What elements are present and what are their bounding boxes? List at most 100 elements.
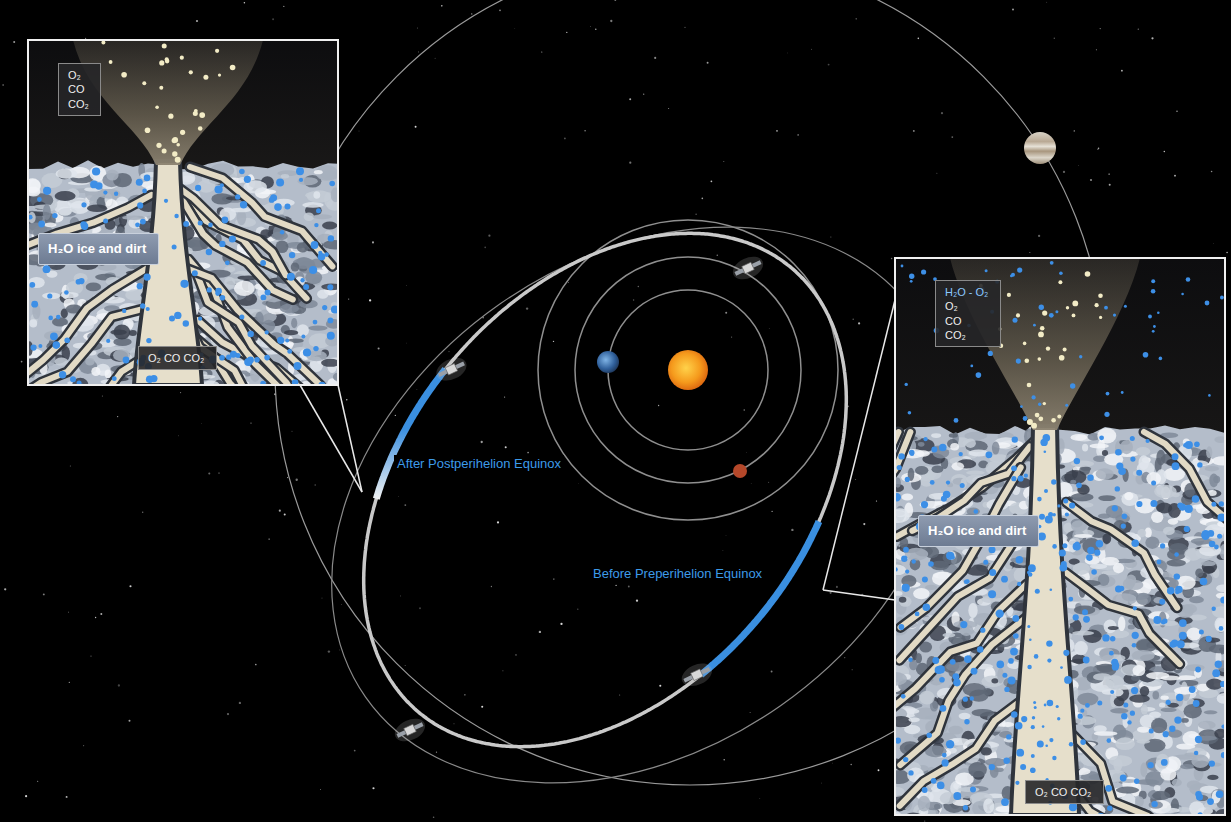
ice-grain <box>959 713 971 720</box>
star <box>504 397 505 398</box>
ice-grain <box>55 357 69 365</box>
star <box>180 392 181 393</box>
water-ice-dot <box>220 183 224 187</box>
comet-orbit <box>364 233 847 746</box>
water-ice-dot <box>219 241 225 247</box>
water-ice-dot <box>318 253 326 261</box>
star <box>560 623 562 625</box>
star <box>244 2 246 4</box>
ice-grain <box>1141 705 1148 715</box>
ice-grain <box>950 443 959 451</box>
ice-grain <box>1204 710 1218 714</box>
star <box>855 479 856 480</box>
star <box>433 816 435 818</box>
star <box>659 685 661 687</box>
star <box>768 328 770 330</box>
ice-grain <box>1114 697 1125 706</box>
star <box>436 752 437 753</box>
water-ice-dot <box>37 197 42 202</box>
crack <box>180 189 285 275</box>
ice-grain <box>953 621 977 629</box>
ice-grain <box>1137 739 1150 744</box>
star <box>636 600 638 602</box>
ice-grain <box>899 597 907 603</box>
ice-grain <box>1151 511 1163 523</box>
star <box>142 512 143 513</box>
water-ice-dot <box>43 265 51 273</box>
star <box>13 41 15 43</box>
star <box>590 26 591 27</box>
star <box>951 136 953 138</box>
leader-line <box>823 300 895 590</box>
star <box>227 713 229 715</box>
star <box>1176 110 1178 112</box>
star <box>208 473 210 475</box>
water-ice-dot <box>174 312 181 319</box>
star <box>695 214 696 215</box>
star <box>832 762 834 764</box>
ice-grain <box>958 787 979 792</box>
ice-grain <box>106 169 118 180</box>
ice-grain <box>895 591 903 596</box>
star <box>340 603 342 605</box>
water-ice-dot <box>38 221 45 228</box>
leader-line <box>300 385 362 492</box>
star <box>69 465 71 467</box>
star <box>405 665 406 666</box>
water-ice-dot <box>296 167 304 175</box>
star <box>830 236 832 238</box>
star <box>514 28 516 30</box>
star <box>643 94 644 95</box>
star <box>750 483 752 485</box>
ice-grain <box>28 277 45 288</box>
spacecraft-icon <box>433 353 470 385</box>
star <box>852 319 854 321</box>
ice-grain <box>1082 444 1088 452</box>
water-ice-dot <box>103 191 107 195</box>
star <box>1063 171 1065 173</box>
water-ice-dot <box>140 219 146 225</box>
dust-particle <box>162 43 167 48</box>
jupiter <box>1024 132 1056 164</box>
water-ice-dot <box>277 337 284 344</box>
star <box>378 347 380 349</box>
ice-grain <box>291 318 297 328</box>
water-ice-dot <box>206 249 212 255</box>
star <box>1151 37 1153 39</box>
ice-grain <box>1212 606 1225 618</box>
star <box>497 521 499 523</box>
water-ice-dot <box>240 201 247 208</box>
ice-grain <box>308 326 327 331</box>
ice-grain <box>28 187 40 197</box>
ice-grain <box>1159 702 1165 707</box>
water-ice-dot <box>38 344 42 348</box>
star <box>717 255 719 257</box>
water-ice-dot <box>269 197 275 203</box>
ice-grain <box>1074 641 1088 655</box>
coma-glow <box>678 659 715 691</box>
water-ice-dot <box>316 208 321 213</box>
ice-grain <box>1113 563 1124 573</box>
inset-frame <box>28 40 338 385</box>
star <box>502 670 503 671</box>
preperihelion-arc <box>701 522 819 675</box>
crack-edge <box>28 307 149 385</box>
water-ice-dot <box>260 260 266 266</box>
star <box>320 789 321 790</box>
ice-grain <box>1207 775 1218 780</box>
water-ice-dot <box>31 301 38 308</box>
star <box>272 18 274 20</box>
ice-grain <box>961 478 967 489</box>
star <box>1121 70 1123 72</box>
ice-grain <box>1167 549 1186 561</box>
star <box>526 307 528 309</box>
water-ice-dot <box>303 284 309 290</box>
ice-grain <box>317 290 328 299</box>
water-ice-dot <box>92 167 100 175</box>
water-ice-dot <box>112 376 117 381</box>
star <box>415 126 417 128</box>
ice-grain <box>298 177 318 185</box>
star <box>515 654 516 655</box>
star <box>567 282 569 284</box>
ice-grain <box>1128 624 1135 629</box>
